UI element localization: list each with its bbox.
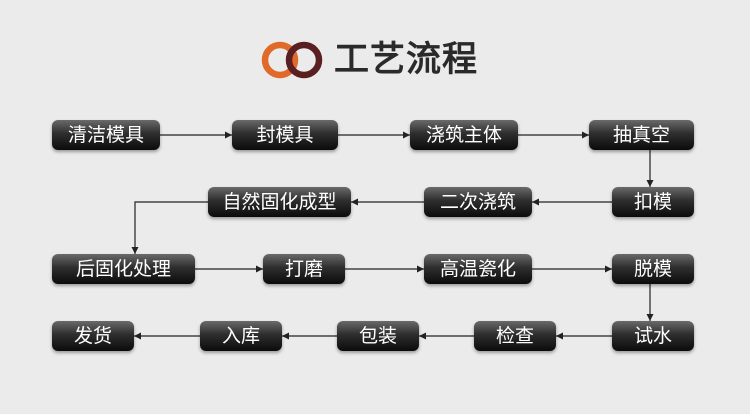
arrowhead-15: [134, 332, 141, 340]
arrowhead-13: [419, 332, 426, 340]
step-6: 二次浇筑: [424, 187, 532, 217]
arrowhead-9: [417, 265, 424, 273]
step-12: 试水: [612, 321, 694, 351]
arrowhead-1: [225, 131, 232, 139]
step-1: 清洁模具: [52, 120, 160, 150]
step-2: 封模具: [232, 120, 338, 150]
step-8: 后固化处理: [52, 254, 195, 284]
step-7: 自然固化成型: [208, 187, 351, 217]
arrowhead-4: [646, 180, 654, 187]
step-13: 检查: [474, 321, 556, 351]
arrowhead-2: [403, 131, 410, 139]
arrowhead-5: [532, 198, 539, 206]
step-14: 包装: [337, 321, 419, 351]
step-11: 脱模: [612, 254, 694, 284]
step-4: 抽真空: [589, 120, 694, 150]
step-15: 入库: [200, 321, 282, 351]
arrowhead-7: [131, 247, 139, 254]
arrowhead-10: [605, 265, 612, 273]
page-title: 工艺流程: [334, 40, 479, 80]
arrowhead-14: [282, 332, 289, 340]
step-3: 浇筑主体: [410, 120, 518, 150]
step-5: 扣模: [612, 187, 694, 217]
step-10: 高温瓷化: [424, 254, 532, 284]
step-16: 发货: [52, 321, 134, 351]
arrowhead-8: [256, 265, 263, 273]
arrowhead-3: [582, 131, 589, 139]
arrowhead-6: [351, 198, 358, 206]
step-9: 打磨: [263, 254, 345, 284]
connector-7: [134, 201, 208, 254]
arrowhead-12: [556, 332, 563, 340]
arrowhead-11: [646, 314, 654, 321]
logo-icon: [261, 41, 323, 79]
